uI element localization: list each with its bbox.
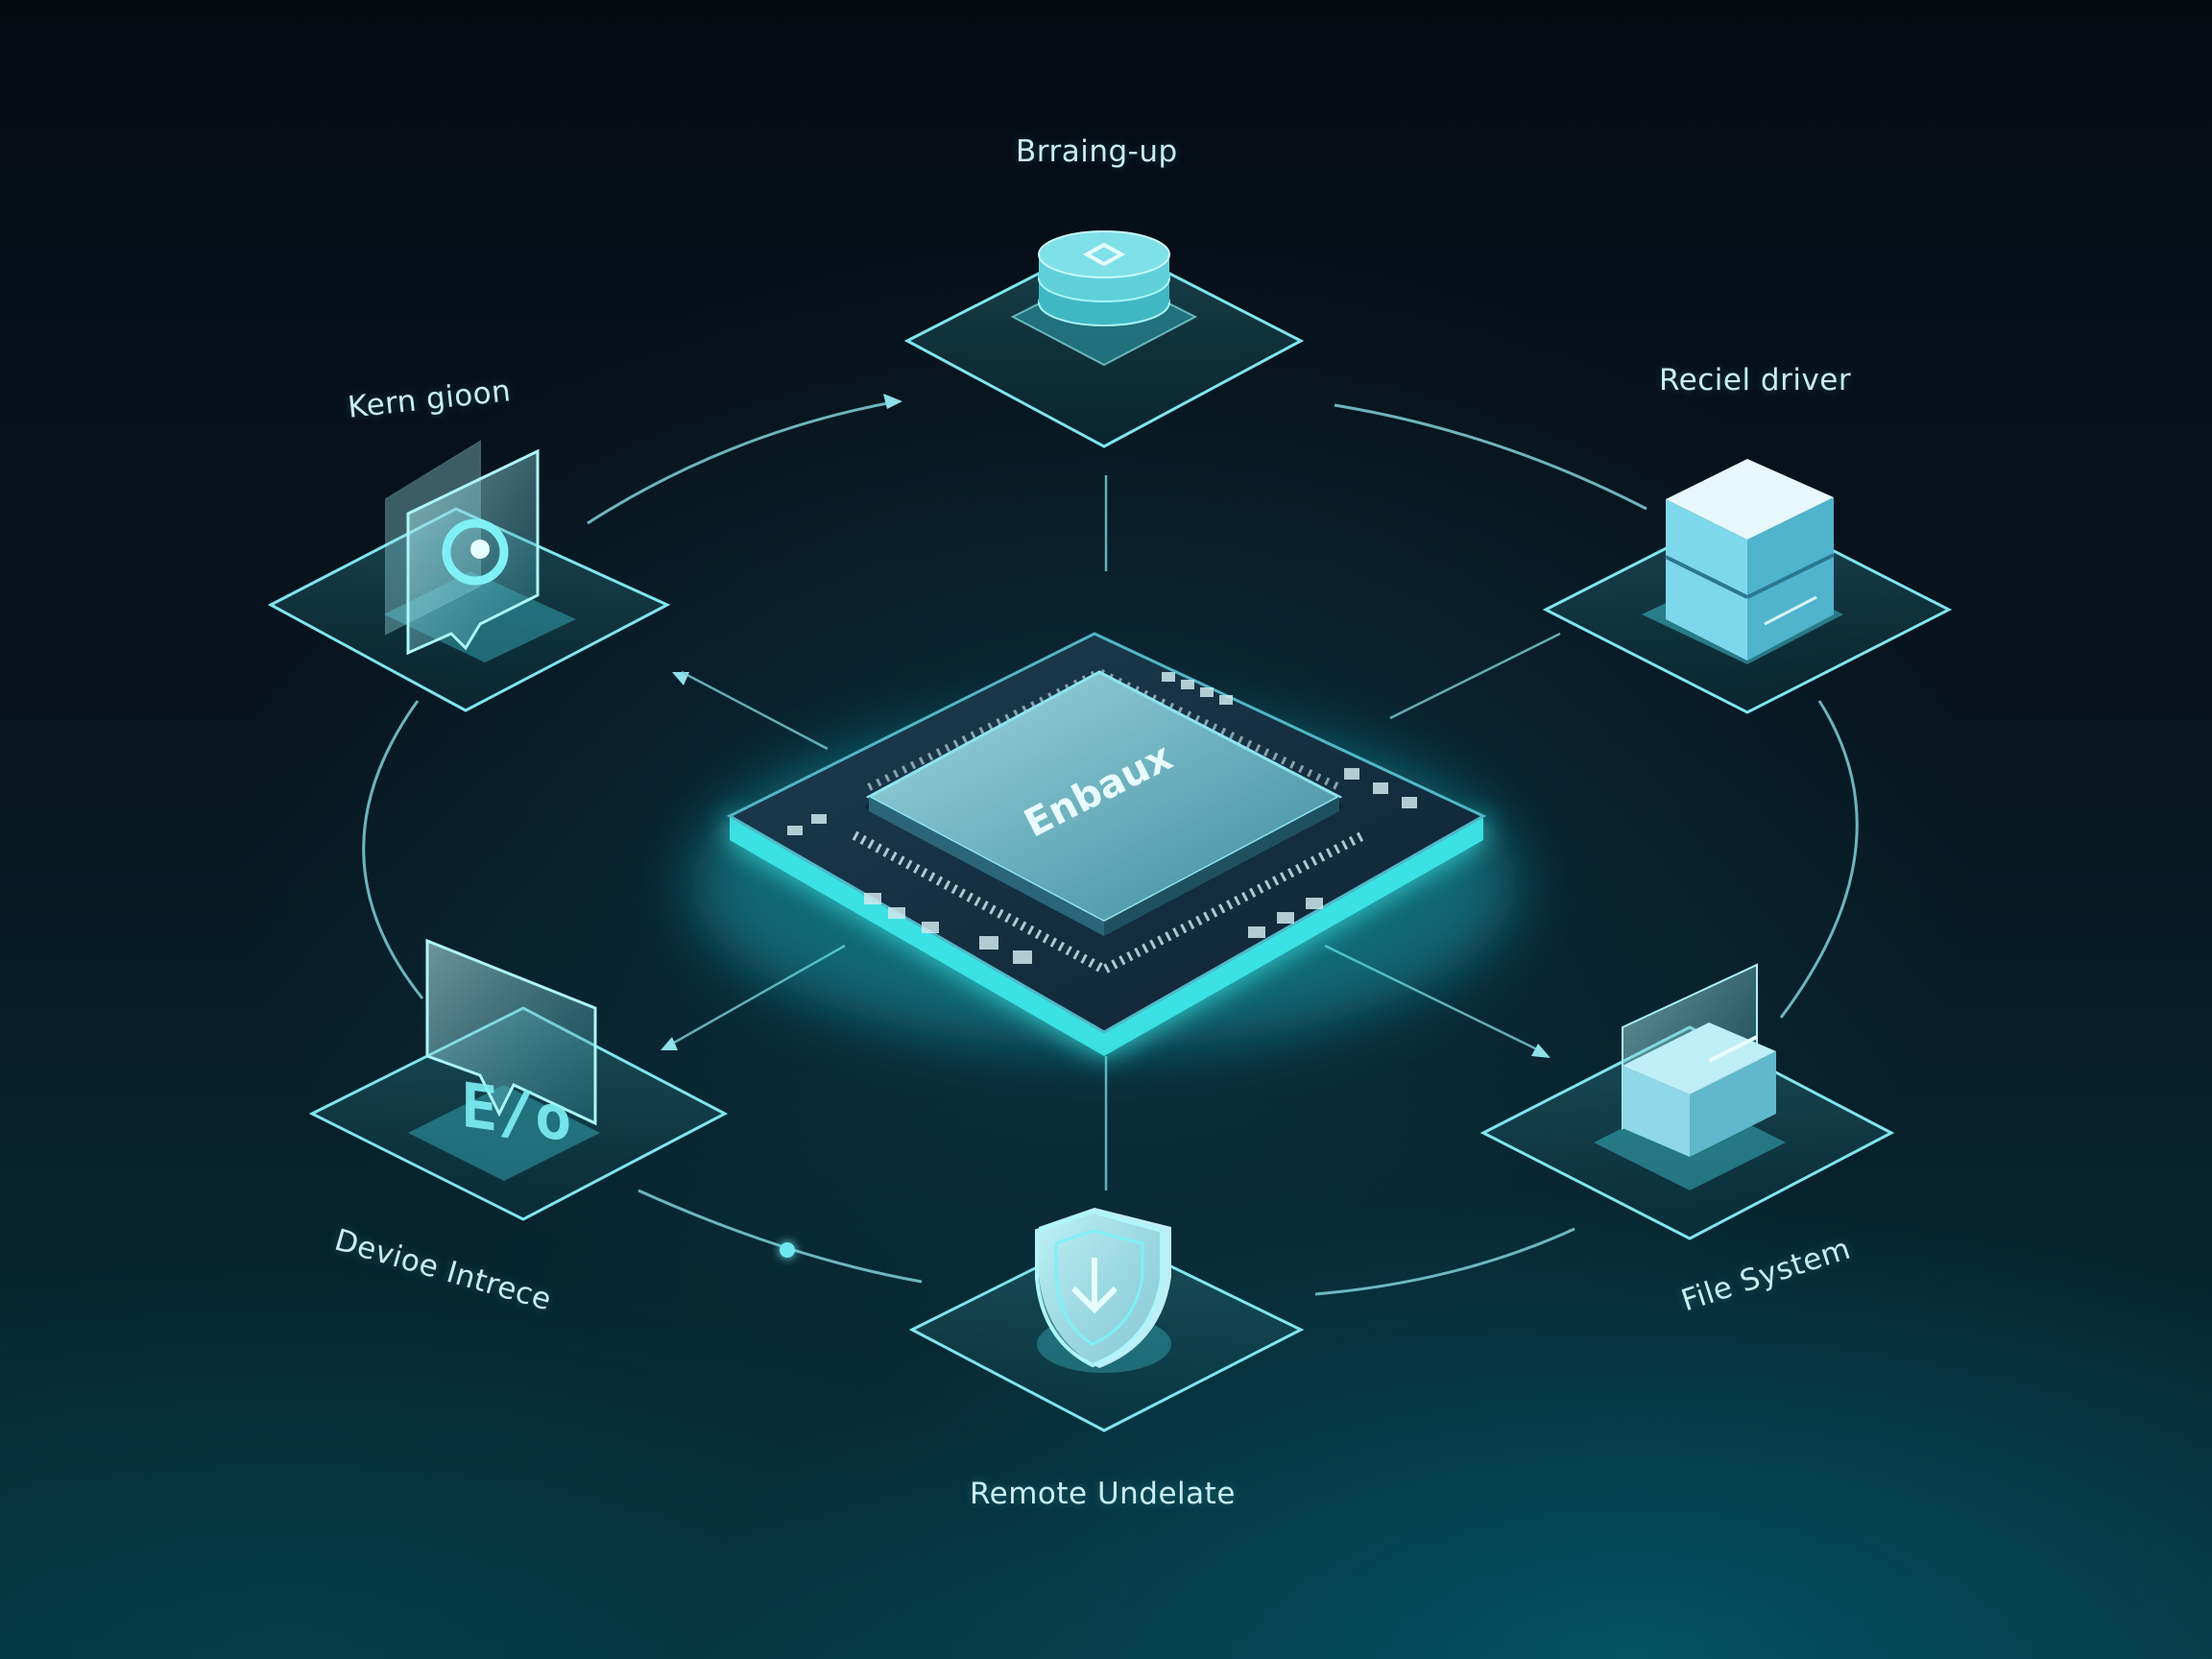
arc-top-to-topright [1334,403,1647,511]
processor-chip [726,632,1487,1056]
shield-download-icon [1035,1208,1171,1373]
node-top [903,230,1305,448]
node-bottom [908,1208,1305,1432]
label-top-right: Reciel driver [1659,363,1852,397]
server-box-icon [1642,459,1843,664]
arrowhead-top [883,394,902,409]
chat-gear-icon [384,440,576,662]
arc-bottomright-to-bottom [1314,1227,1575,1296]
node-top-left [267,440,671,712]
node-bottom-right [1479,963,1895,1240]
arc-topright-to-bottomright [1779,700,1859,1019]
svg-text:E/o: E/o [461,1070,572,1157]
chat-code-icon: E/o [408,938,600,1181]
arrowhead-bottom-right [1531,1044,1551,1058]
chip-components [787,672,1417,964]
connector-spokes [666,475,1561,1190]
file-cabinet-icon [1594,963,1786,1190]
node-top-right [1542,459,1953,714]
arc-topleft-to-top [587,399,899,525]
loop-dot [780,1242,795,1258]
node-bottom-left: E/o [308,938,729,1221]
label-top: Brraing-up [1016,134,1178,169]
arc-bottom-to-bottomleft [637,1189,923,1284]
database-stack-icon [1010,230,1198,367]
label-bottom: Remote Undelate [970,1477,1236,1511]
arc-bottomleft-to-topleft [362,700,424,999]
arrowhead-bottom-left [661,1037,678,1050]
arrowheads [672,394,902,685]
arrowhead-mid-left [672,672,689,685]
